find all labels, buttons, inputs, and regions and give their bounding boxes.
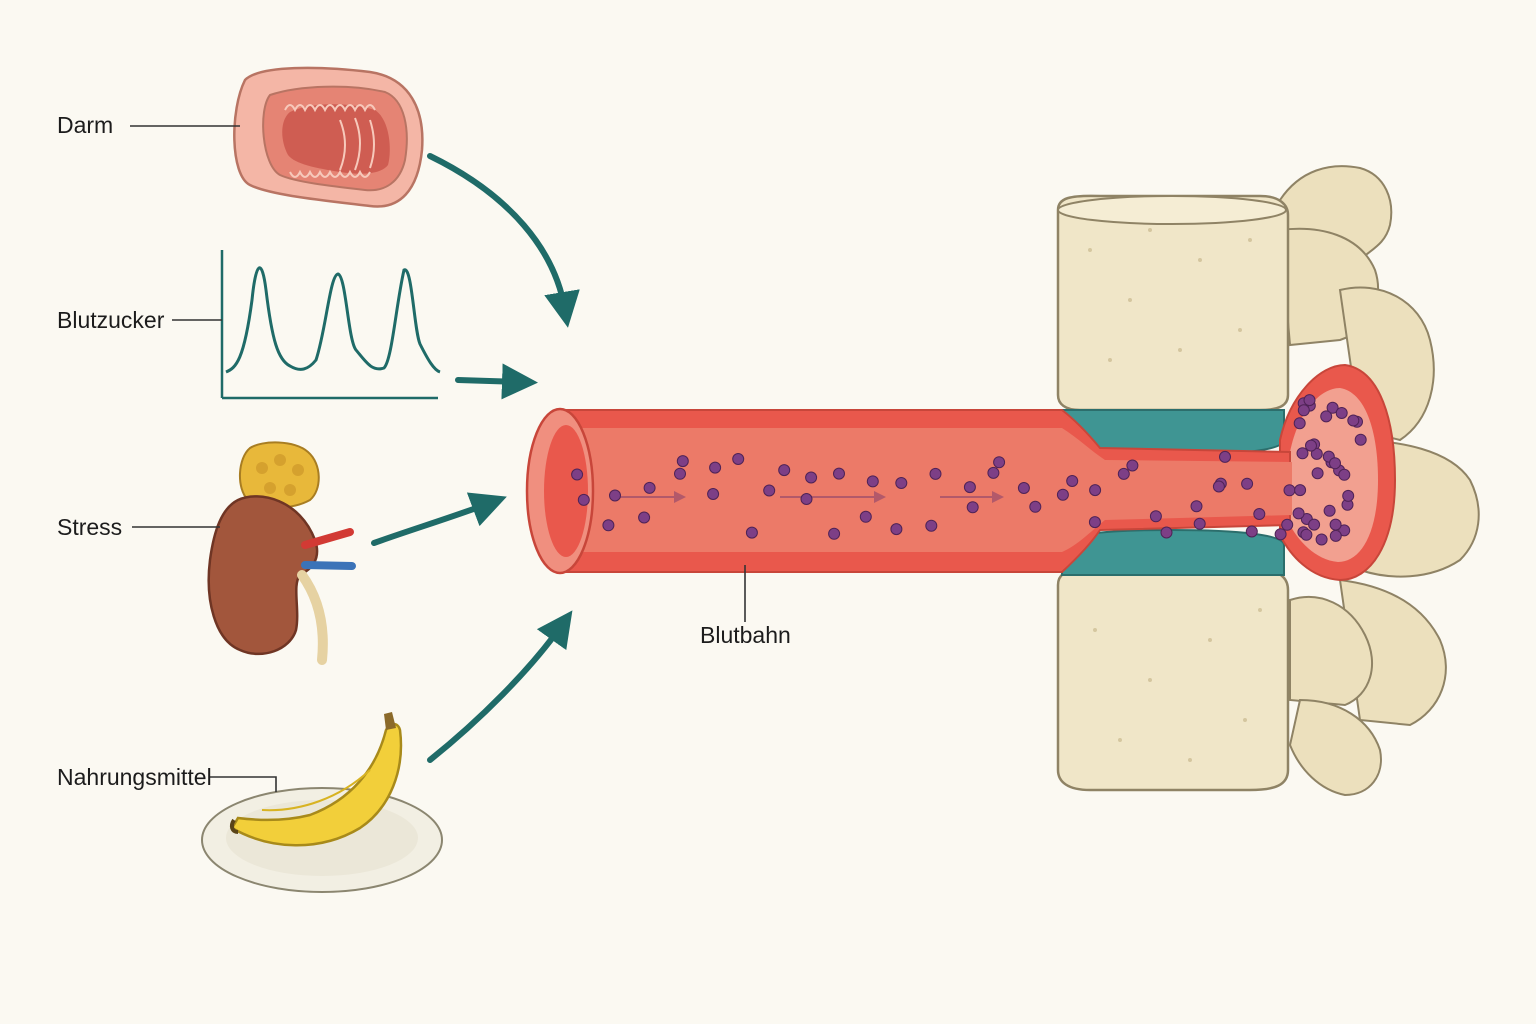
blood-particle	[745, 526, 758, 539]
blood-particle	[987, 466, 1000, 479]
blood-particle	[732, 453, 745, 465]
blood-particle	[993, 456, 1006, 469]
blood-particle	[895, 477, 908, 489]
blood-particle	[778, 464, 791, 477]
blood-particle	[1338, 524, 1351, 537]
blood-particle	[1190, 500, 1203, 513]
arrow-from-darm	[427, 153, 580, 328]
blood-particle	[1274, 528, 1287, 541]
banana-plate-icon	[201, 712, 443, 893]
blood-particle	[602, 519, 615, 532]
blood-particle	[1311, 467, 1324, 480]
blood-particle	[1193, 517, 1206, 530]
blood-particle	[1089, 484, 1102, 497]
blood-particle	[1303, 394, 1316, 407]
blood-particle	[859, 510, 872, 523]
label-blutzucker: Blutzucker	[57, 307, 165, 333]
blood-particle	[609, 489, 621, 502]
label-blutbahn: Blutbahn	[700, 622, 791, 648]
blood-particle	[966, 501, 979, 514]
blood-particle	[1308, 518, 1321, 531]
blood-particle	[1329, 457, 1341, 470]
blood-particle	[1066, 475, 1079, 487]
blood-particle	[1347, 414, 1360, 427]
blood-particle	[1338, 468, 1351, 481]
blood-particle	[1329, 518, 1342, 531]
blood-particle	[1088, 516, 1101, 529]
blood-particle	[674, 467, 686, 480]
arrow-from-blutzucker	[455, 363, 538, 400]
blood-particle	[1160, 526, 1173, 539]
blood-particle	[1315, 533, 1328, 546]
blood-particle	[1117, 467, 1130, 480]
blood-vessel-icon	[525, 363, 1397, 582]
blood-particle	[1294, 484, 1307, 497]
blood-particle	[963, 481, 976, 494]
blood-particle	[1323, 504, 1336, 517]
blood-particle	[709, 461, 722, 474]
blood-particle	[676, 455, 689, 468]
blood-particle	[1329, 529, 1342, 542]
blood-particle	[1342, 489, 1355, 502]
label-stress: Stress	[57, 514, 123, 540]
blood-particle	[1283, 484, 1296, 497]
blood-particle	[800, 493, 813, 505]
blood-particle	[1253, 508, 1266, 520]
blood-particle	[1305, 439, 1317, 452]
blood-particle	[1310, 447, 1323, 460]
blood-particle	[866, 475, 879, 488]
blood-particle	[1219, 450, 1231, 463]
blood-particle	[1056, 488, 1069, 501]
blood-particle	[890, 523, 903, 536]
vertebrae-icon	[1056, 165, 1480, 797]
glucose-curve-icon	[172, 250, 441, 400]
blood-particle	[1326, 401, 1339, 414]
blood-particle	[1245, 525, 1258, 538]
arrow-from-nahrungsmittel	[427, 610, 573, 763]
blood-particle	[1149, 510, 1162, 523]
blood-particles	[571, 394, 1367, 546]
blood-particle	[833, 467, 845, 480]
blood-particle	[1029, 500, 1042, 513]
label-darm: Darm	[57, 112, 114, 138]
blood-particle	[1212, 480, 1225, 493]
blood-particle	[929, 467, 942, 480]
blood-particle	[1292, 507, 1305, 520]
influence-arrows	[371, 153, 580, 763]
blood-particle	[1281, 518, 1294, 531]
blood-particle	[1320, 410, 1333, 423]
blood-particle	[1293, 417, 1306, 430]
blood-particle	[1297, 404, 1310, 417]
blood-particle	[577, 493, 590, 506]
blood-particle	[805, 471, 818, 484]
blood-particle	[1300, 528, 1313, 541]
blood-particle	[763, 484, 776, 497]
blood-particle	[1017, 482, 1030, 494]
arrow-from-stress	[371, 492, 507, 546]
blood-particle	[638, 511, 651, 524]
blood-particle	[1296, 447, 1309, 460]
blood-particle	[1126, 459, 1139, 472]
blood-particle	[828, 527, 841, 540]
blood-particle	[1335, 407, 1348, 419]
label-nahrungsmittel: Nahrungsmittel	[57, 764, 212, 790]
blood-particle	[571, 468, 584, 481]
blood-particle	[1354, 433, 1367, 446]
blood-particle	[1241, 477, 1254, 490]
blood-particle	[643, 481, 656, 494]
intestine-icon	[130, 66, 424, 208]
kidney-adrenal-icon	[132, 441, 356, 665]
blood-particle	[707, 488, 720, 500]
blood-particle	[925, 519, 938, 532]
